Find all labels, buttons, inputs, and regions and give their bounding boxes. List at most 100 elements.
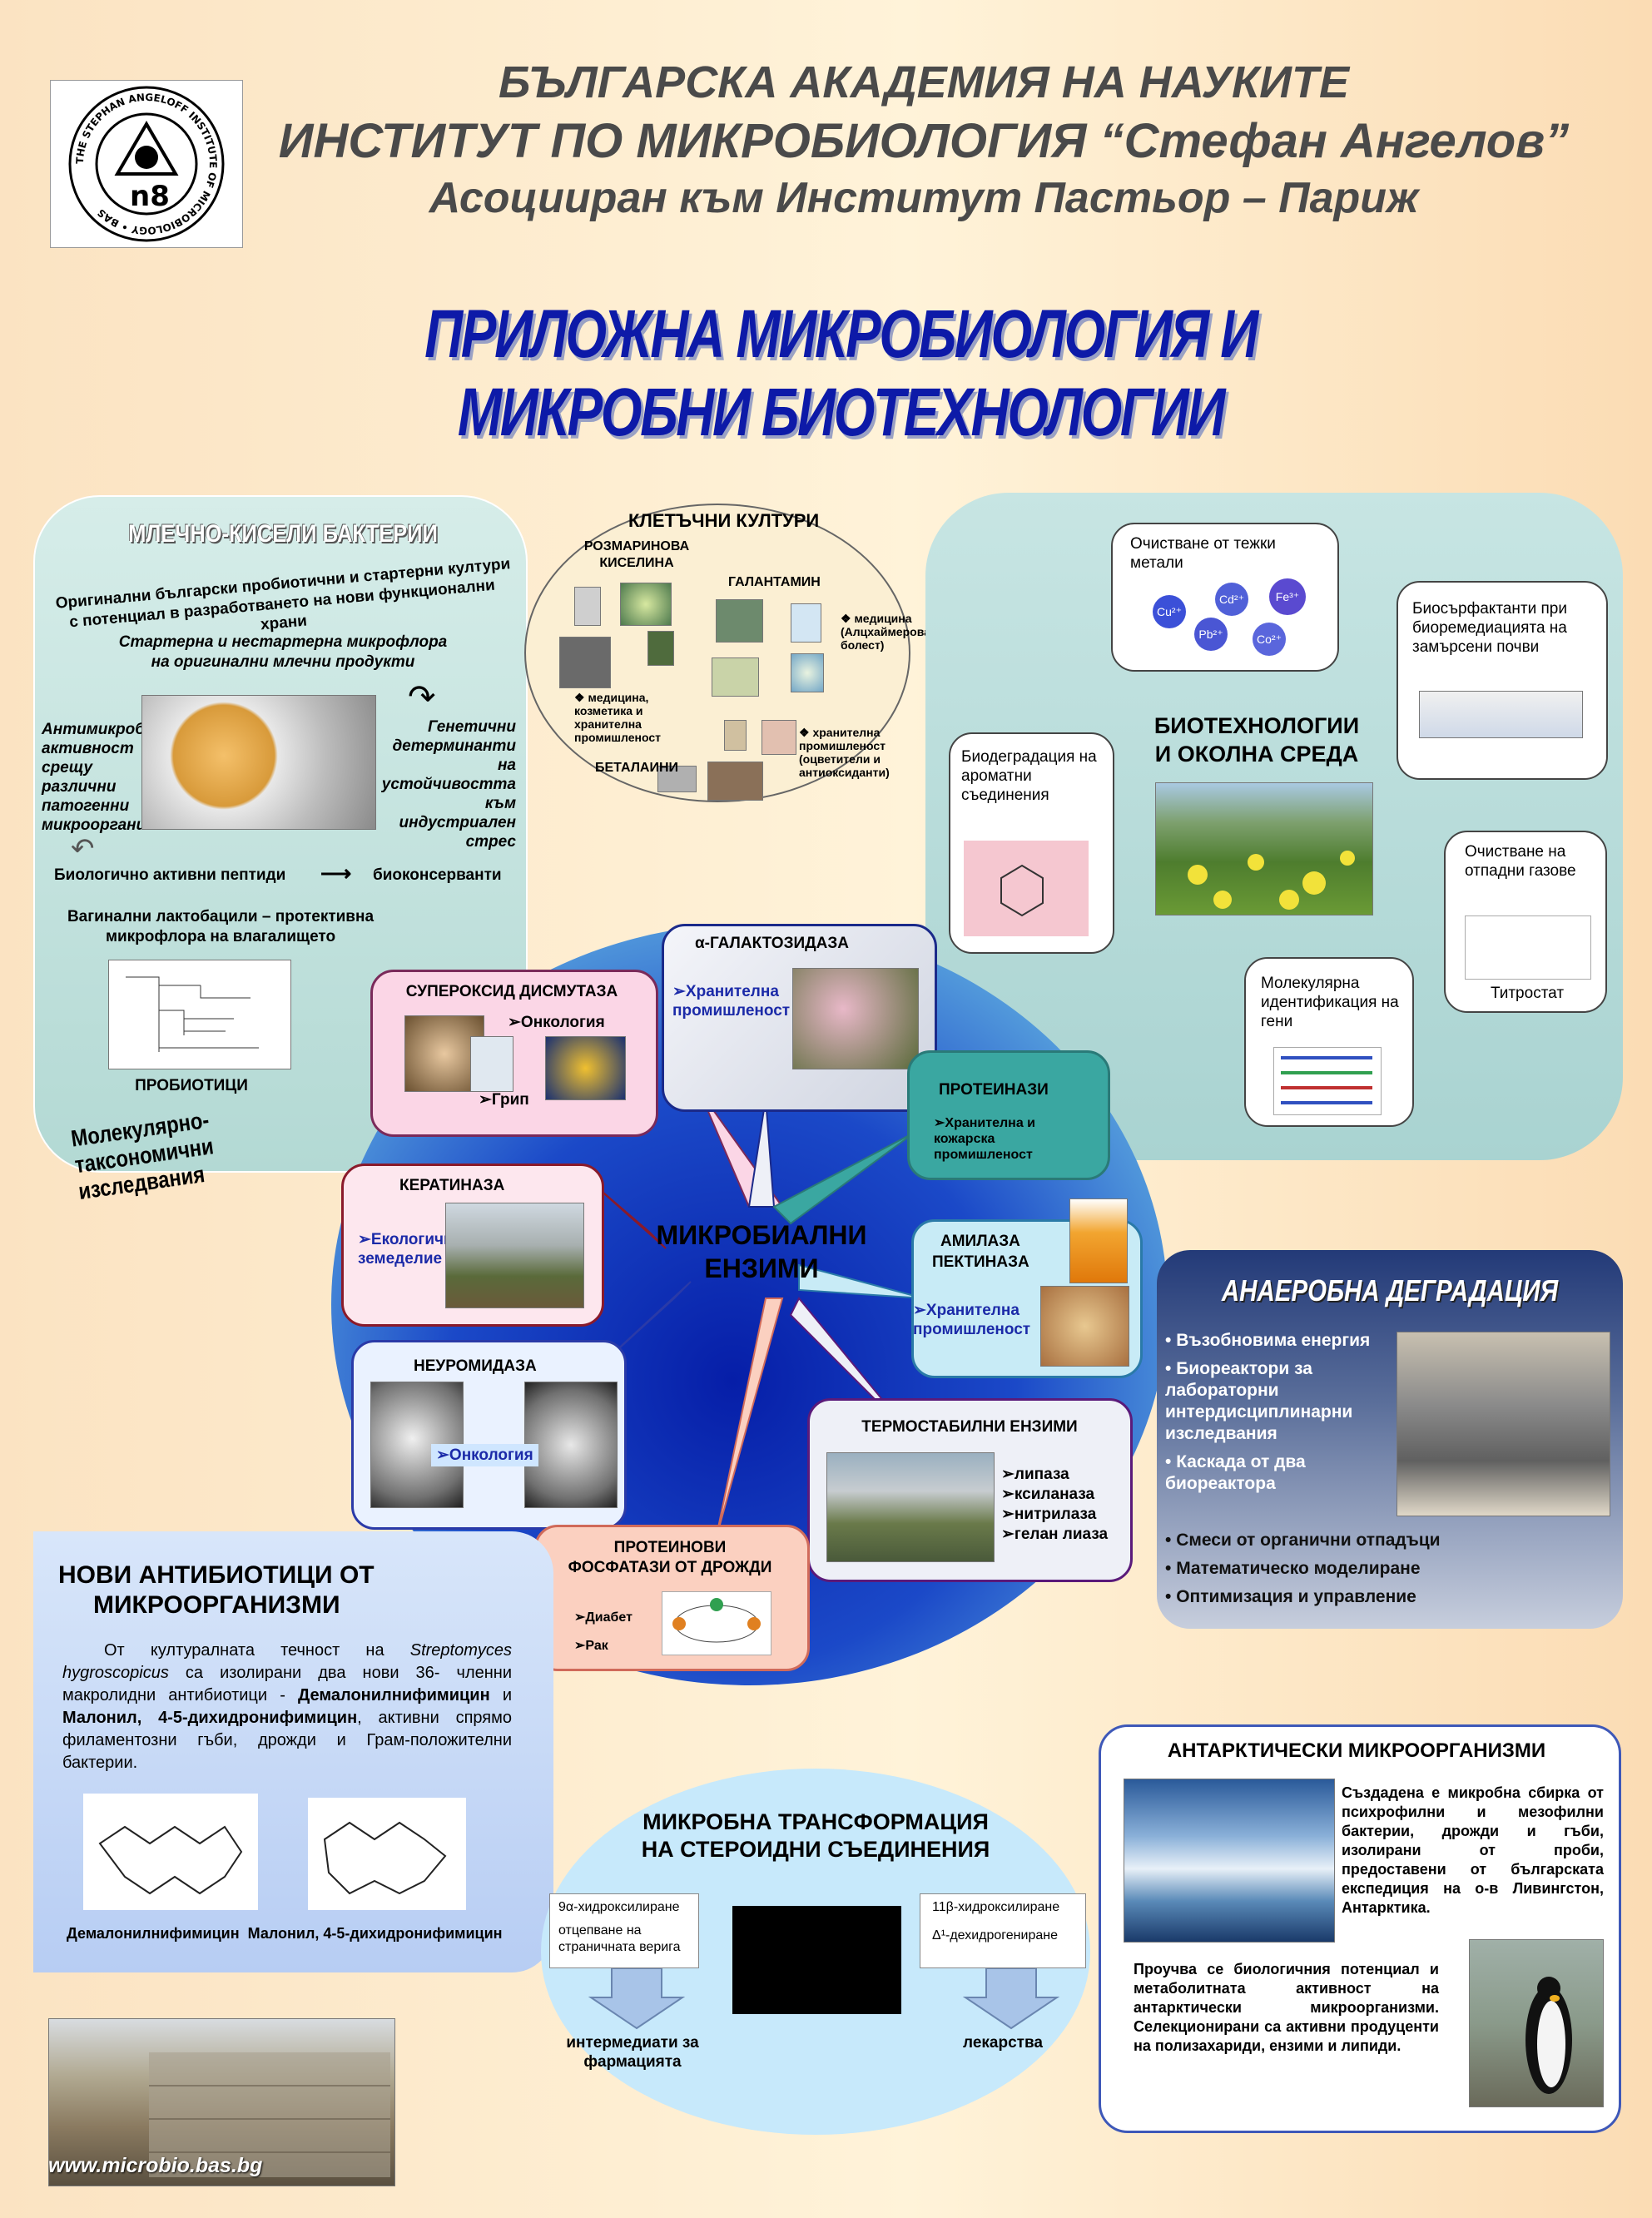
proteinases-use: ➢Хранителна и кожарска промишленост [934,1116,1035,1162]
food-industry-colorants: ❖ хранителна промишленост (оцветители и … [799,726,890,779]
biopreservatives-text: биоконсерванти [373,866,502,884]
anaerobic-list-lower: • Смеси от органични отпадъци • Математи… [1165,1530,1615,1615]
institute-building-photo [48,2018,395,2186]
antibiotics-caption: Демалонилнифимицин Малонил, 4-5-дихидрон… [67,1925,503,1942]
heavy-metals-text: Очистване от тежки метали [1130,535,1276,572]
antarctic-paragraph-1: Създадена е микробна сбирка от психрофил… [1342,1784,1604,1916]
pathway-cycle-icon [672,1598,761,1643]
peptides-text: Биологично активни пептиди [54,866,286,884]
antarctic-landscape-photo [1124,1779,1335,1943]
thermostable-list: ➢липаза ➢ксиланаза ➢нитрилаза ➢гелан лиа… [1001,1465,1108,1545]
aromatic-structure-image [964,841,1089,936]
anaerobic-item-1: • Възобновима енергия [1165,1331,1371,1350]
biosurfactant-image [1419,691,1583,738]
virus-image [545,1036,626,1100]
neuraminidase-micrograph-2 [524,1382,618,1508]
starter-line-2: на оригинални млечни продукти [151,653,415,671]
medicine-alzheimer: ❖ медицина (Алцхаймерова болест) [841,612,930,652]
neuraminidase-use: ➢Онкология [431,1444,538,1466]
cell-photo-12 [707,762,763,801]
medicine-cosmetics: ❖ медицина, козметика и хранителна проми… [574,691,661,744]
anaerobic-item-2: • Биореактори за лабораторни интердисцип… [1165,1359,1353,1443]
thermo-item-gellan: ➢гелан лиаза [1001,1526,1109,1543]
svg-text:n8: n8 [130,180,170,213]
steroid-left-output: интермедиати за фармацията [566,2034,699,2071]
bacteria-micrograph [141,695,376,830]
thermostable-title: ТЕРМОСТАБИЛНИ ЕНЗИМИ [861,1418,1078,1436]
cell-photo-10 [762,720,796,755]
ion-pb: Pb²⁺ [1194,618,1228,651]
enzymes-center-1: МИКРОБИАЛНИ [656,1220,867,1250]
institute-logo: n8 THE STEPHAN ANGELOFF INSTITUTE OF MIC… [50,80,243,248]
hot-springs-photo [826,1452,995,1562]
steroid-right-2: Δ¹-дехидрогениране [932,1928,1058,1943]
galactosidase-photo [792,968,919,1069]
molecule-structure-2-icon [323,1821,447,1895]
keratinase-use: ➢Екологично земеделие [358,1231,464,1268]
header-association: Асоцииран към Институт Пастьор – Париж [429,174,1419,222]
gas-cleaning-text: Очистване на отпадни газове [1465,843,1576,880]
thermo-item-lipase: ➢липаза [1001,1466,1069,1483]
bread-image [1040,1286,1129,1367]
curved-arrow-icon: ↷ [408,679,436,716]
sod-title: СУПЕРОКСИД ДИСМУТАЗА [405,983,618,1000]
gene-map-image [1273,1047,1382,1115]
meadow-photo [1155,782,1373,915]
sod-oncology: ➢Онкология [508,1014,605,1031]
cell-photo-9 [724,720,747,751]
galantamine-label: ГАЛАНТАМИН [728,575,821,589]
biosurfactants-bubble [1397,581,1608,780]
phylogenetic-tree-image [108,960,291,1069]
env-title-1: БИОТЕХНОЛОГИИ [1153,713,1360,738]
genetic-text: Генетични детерминанти на устойчивостта … [381,718,516,851]
rosmarinic-line-1: РОЗМАРИНОВА [583,539,690,553]
proteinases-bubble [907,1050,1110,1180]
anaerobic-list: • Възобновима енергия • Биореактори за л… [1165,1330,1390,1501]
cell-photo-3 [716,599,763,643]
anaerobic-item-4: • Смеси от органични отпадъци [1165,1531,1441,1550]
main-title: ПРИЛОЖНА МИКРОБИОЛОГИЯ И МИКРОБНИ БИОТЕХ… [424,296,1258,450]
steroid-image-placeholder [732,1906,901,2014]
cell-photo-2 [620,583,672,626]
anaerobic-title: АНАЕРОБНА ДЕГРАДАЦИЯ [1221,1273,1559,1307]
molecular-text: Молекулярна идентификация на гени [1261,975,1399,1030]
penguin-icon [1525,1977,1572,2094]
footer-url[interactable]: www.microbio.bas.bg [48,2154,263,2177]
biodegradation-text: Биодеградация на ароматни съединения [961,748,1097,804]
cell-cultures-title: КЛЕТЪЧНИ КУЛТУРИ [628,510,820,531]
structure-demalonyl-image [83,1794,258,1910]
anaerobic-item-3: • Каскада от два биореактора [1165,1452,1306,1493]
vaginal-line-2: микрофлора на влагалището [105,928,336,945]
curved-arrow-left-icon: ↶ [71,833,95,865]
cell-photo-1 [574,587,601,626]
dna-helix-image [470,1036,513,1092]
header-institute: ИНСТИТУТ ПО МИКРОБИОЛОГИЯ “Стефан Ангело… [278,114,1570,168]
sod-flu: ➢Грип [479,1091,529,1109]
steroid-title-1: МИКРОБНА ТРАНСФОРМАЦИЯ [642,1809,989,1834]
benzene-ring-icon [1000,864,1044,917]
phosphatases-list: ➢Диабет ➢Рак [574,1604,633,1660]
phosphatase-pathway-image [662,1591,771,1655]
cell-photo-4 [791,603,821,643]
ion-cu: Cu²⁺ [1153,595,1186,628]
arrow-down-right-icon [962,1968,1060,2030]
logo-seal-icon: n8 THE STEPHAN ANGELOFF INSTITUTE OF MIC… [68,86,225,242]
galactosidase-title: α-ГАЛАКТОЗИДАЗА [695,935,850,952]
steroid-right-box: 11β-хидроксилиране Δ¹-дехидрогениране [920,1893,1086,1968]
steroid-left-2: отцепване на страничната верига [558,1923,681,1954]
bioreactor-photo [1397,1332,1610,1516]
env-title-2: И ОКОЛНА СРЕДА [1154,742,1359,767]
thermo-item-xylanase: ➢ксиланаза [1001,1486,1095,1503]
lactic-title: МЛЕЧНО-КИСЕЛИ БАКТЕРИИ [128,520,438,548]
molecule-structure-icon [98,1825,243,1895]
cell-photo-5 [559,637,611,688]
steroid-left-box: 9α-хидроксилиране отцепване на странична… [549,1893,699,1968]
header-academy: БЪЛГАРСКА АКАДЕМИЯ НА НАУКИТЕ [499,57,1349,107]
antibiotics-title-2: МИКРООРГАНИЗМИ [93,1591,340,1619]
ion-co: Co²⁺ [1253,623,1286,656]
galactosidase-use: ➢Хранителна промишленост [672,983,791,1020]
anaerobic-item-5: • Математическо моделиране [1165,1559,1421,1578]
rosmarinic-line-2: КИСЕЛИНА [599,556,674,570]
amylase-title-2: ПЕКТИНАЗА [932,1253,1029,1271]
starter-line-1: Стартерна и нестартерна микрофлора [118,633,448,651]
